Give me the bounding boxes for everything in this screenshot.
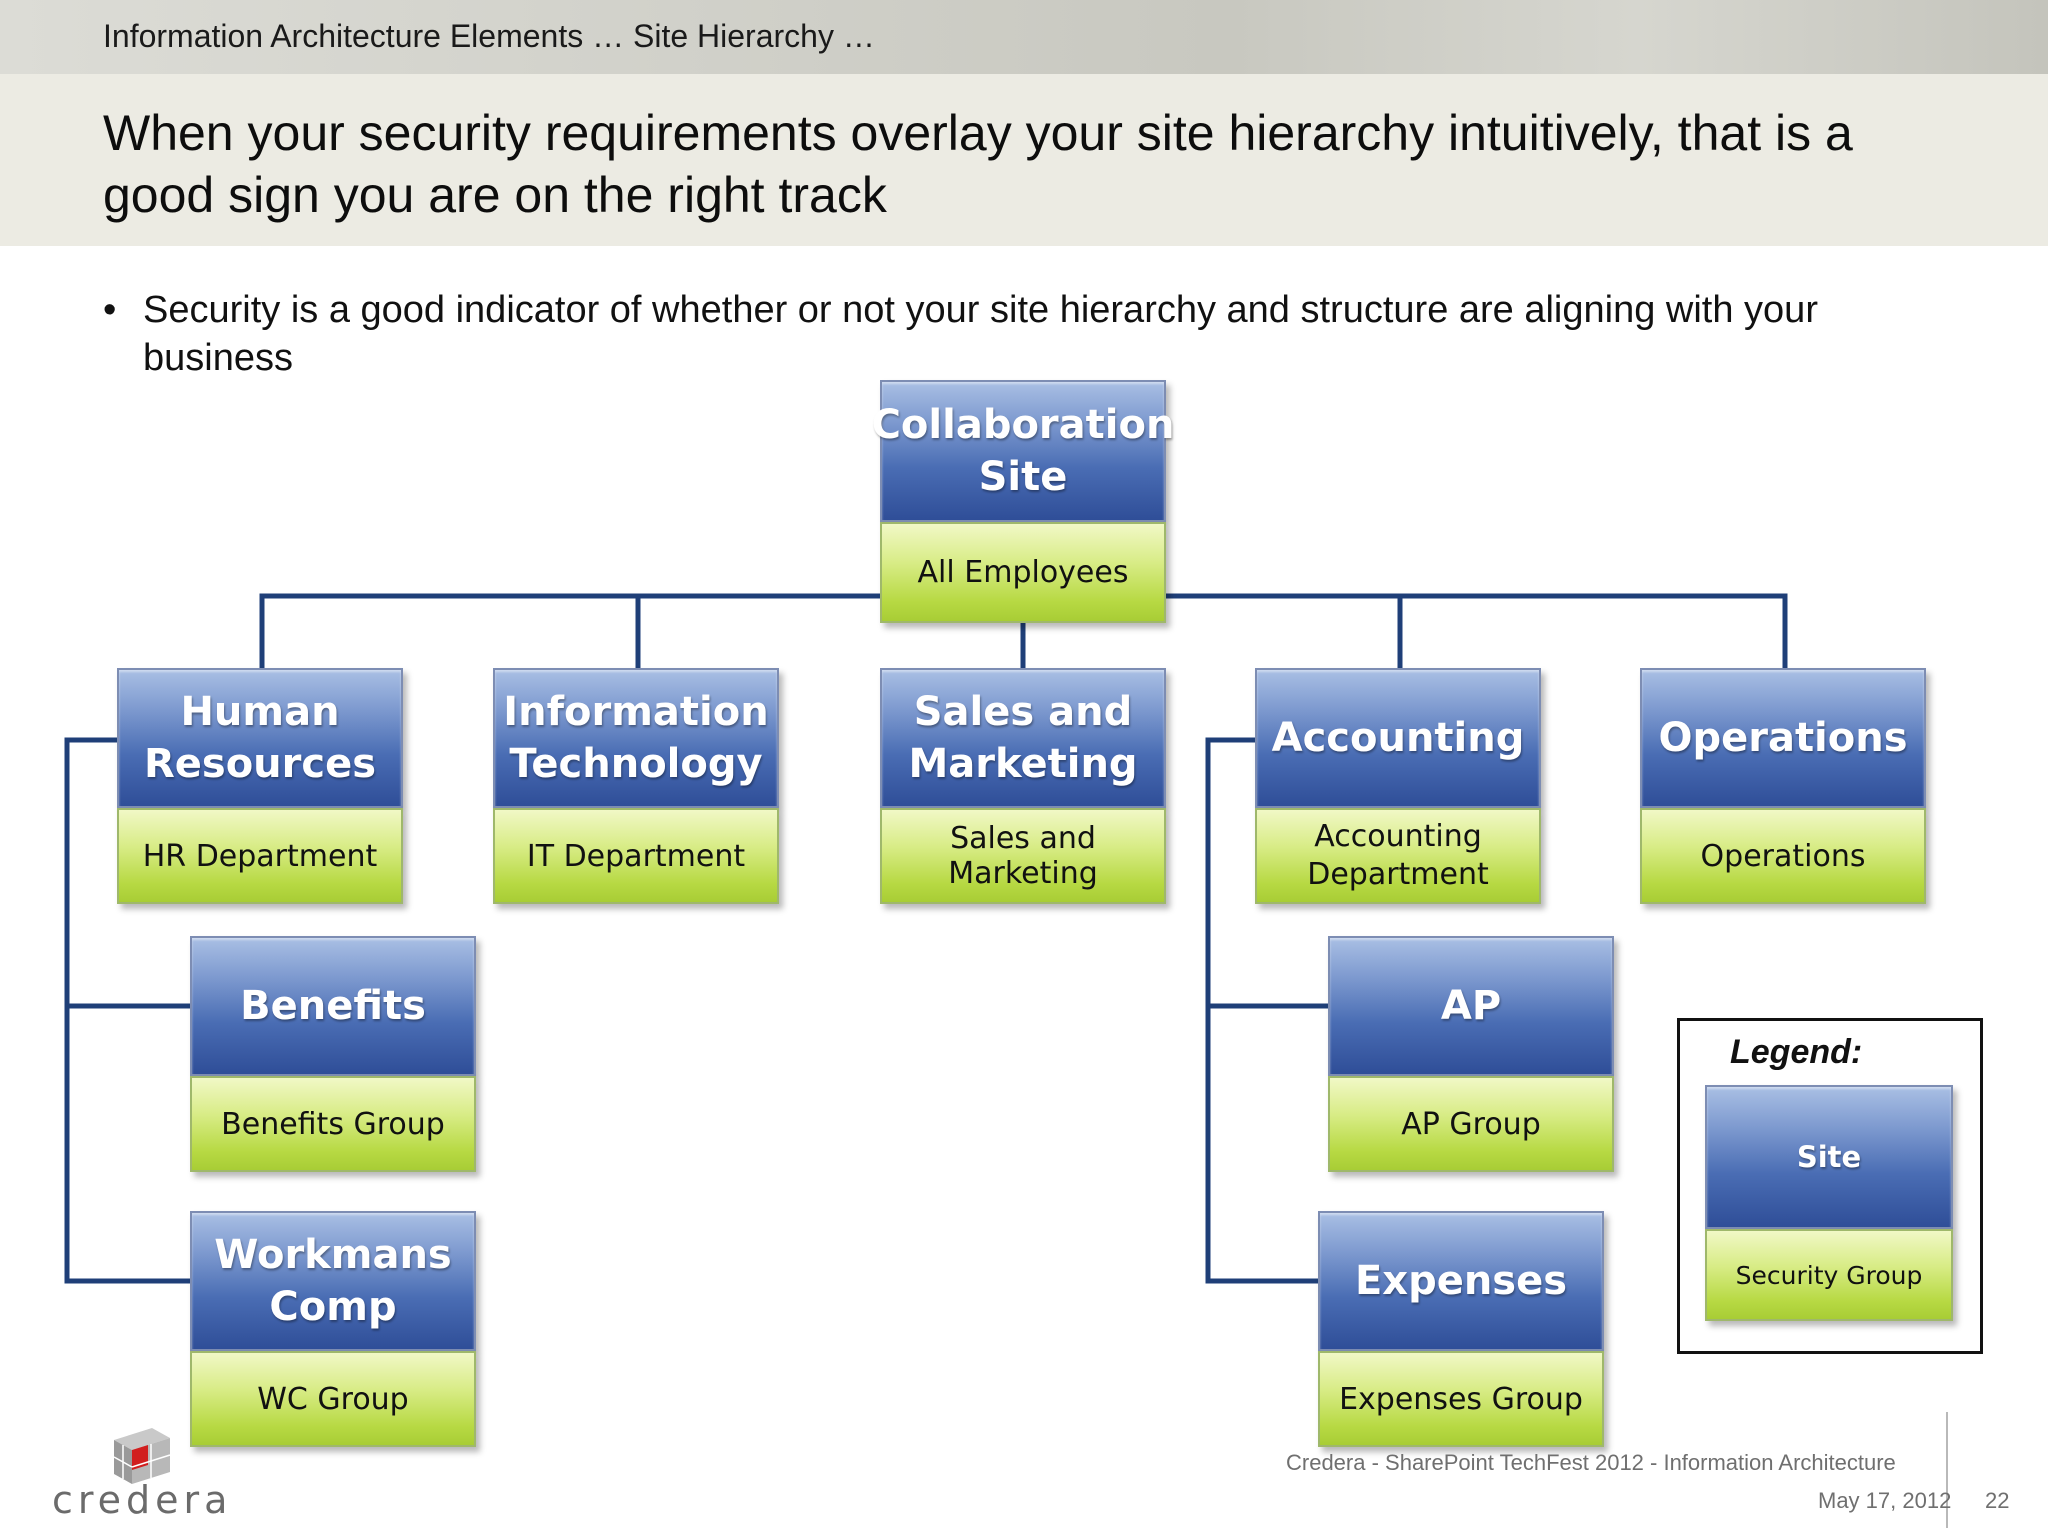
security-group-label: WC Group [257,1381,409,1417]
node-accounting: Accounting Accounting Department [1255,668,1541,904]
security-group-label: HR Department [142,838,378,874]
site-box[interactable]: Benefits [190,936,476,1076]
site-label: Information Technology [503,689,769,787]
security-group-label: Sales and Marketing [948,821,1098,891]
security-group-label: Accounting Department [1307,819,1489,892]
security-group-label: IT Department [526,838,746,874]
site-label: Workmans Comp [214,1232,452,1330]
site-label: Benefits [240,983,426,1029]
legend-security-group-label: Security Group [1735,1260,1923,1290]
site-label: Sales and Marketing [908,689,1138,787]
bullet-dot: • [103,289,117,331]
site-box[interactable]: Accounting [1255,668,1541,808]
security-group-label: All Employees [917,555,1129,590]
security-group-box[interactable]: HR Department [117,808,403,904]
breadcrumb: Information Architecture Elements … Site… [103,18,875,54]
site-box[interactable]: AP [1328,936,1614,1076]
connector-accounting-children [1205,737,1321,1284]
security-group-box[interactable]: Sales and Marketing [880,808,1166,904]
node-ap: AP AP Group [1328,936,1614,1172]
footer-divider [1946,1412,1948,1528]
legend-title: Legend: [1730,1033,1863,1071]
site-label: AP [1440,983,1502,1029]
security-group-box[interactable]: Accounting Department [1255,808,1541,904]
page-number: 22 [1985,1488,2010,1513]
site-box[interactable]: Workmans Comp [190,1211,476,1351]
node-benefits: Benefits Benefits Group [190,936,476,1172]
node-information-technology: Information Technology IT Department [493,668,779,904]
legend-site-label: Site [1796,1140,1862,1174]
footer-event: Credera - SharePoint TechFest 2012 - Inf… [1286,1450,1896,1475]
logo-wordmark: credera [52,1478,233,1522]
credera-logo-icon [113,1428,171,1484]
site-box[interactable]: Information Technology [493,668,779,808]
slide-title: When your security requirements overlay … [103,105,1853,223]
site-label: Collaboration Site [871,402,1175,500]
security-group-box[interactable]: AP Group [1328,1076,1614,1172]
legend: Legend: Site Security Group [1677,1018,1983,1354]
site-label: Human Resources [143,689,377,787]
site-label: Expenses [1354,1258,1568,1304]
security-group-box[interactable]: IT Department [493,808,779,904]
node-sales-and-marketing: Sales and Marketing Sales and Marketing [880,668,1166,904]
node-human-resources: Human Resources HR Department [117,668,403,904]
title-bar: When your security requirements overlay … [0,74,2048,246]
security-group-box[interactable]: WC Group [190,1351,476,1447]
site-box[interactable]: Collaboration Site [872,380,1174,522]
node-collaboration-site: Collaboration Site All Employees [872,380,1174,623]
security-group-label: Expenses Group [1339,1381,1583,1417]
site-label: Operations [1658,715,1908,761]
legend-site-box: Site [1705,1085,1953,1229]
security-group-box[interactable]: Benefits Group [190,1076,476,1172]
node-expenses: Expenses Expenses Group [1318,1211,1604,1447]
node-workmans-comp: Workmans Comp WC Group [190,1211,476,1447]
security-group-box[interactable]: Operations [1640,808,1926,904]
security-group-label: Benefits Group [221,1106,445,1142]
site-box[interactable]: Sales and Marketing [880,668,1166,808]
security-group-box[interactable]: All Employees [880,522,1166,623]
security-group-box[interactable]: Expenses Group [1318,1351,1604,1447]
bullet-item: Security is a good indicator of whether … [143,289,1818,379]
legend-security-group-box: Security Group [1705,1229,1953,1321]
node-operations: Operations Operations [1640,668,1926,904]
connector-hr-children [64,737,193,1284]
site-box[interactable]: Human Resources [117,668,403,808]
site-box[interactable]: Operations [1640,668,1926,808]
site-box[interactable]: Expenses [1318,1211,1604,1351]
site-label: Accounting [1271,715,1525,761]
top-bar: Information Architecture Elements … Site… [0,0,2048,74]
security-group-label: Operations [1700,838,1866,874]
legend-sample-node: Site Security Group [1705,1085,1953,1321]
security-group-label: AP Group [1401,1106,1541,1142]
footer-date: May 17, 2012 [1818,1488,1952,1513]
